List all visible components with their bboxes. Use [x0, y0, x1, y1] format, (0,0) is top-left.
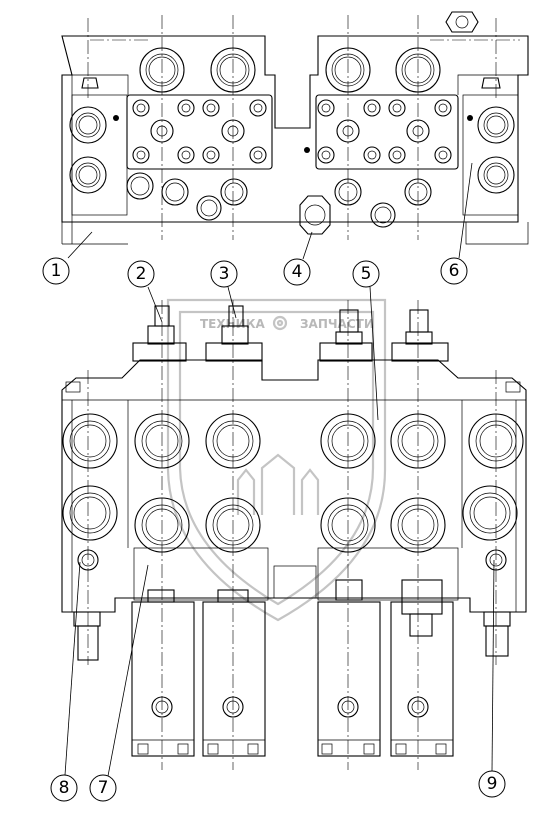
gear-icon [272, 315, 288, 331]
watermark-right-text: ЗАПЧАСТИ [300, 317, 374, 331]
callout-1-label: 1 [51, 261, 62, 281]
front-view [61, 300, 527, 770]
watermark: ТЕХНИКА ЗАПЧАСТИ [166, 298, 387, 622]
callout-2: 2 [127, 260, 155, 288]
callout-9: 9 [478, 770, 506, 798]
callout-4: 4 [283, 258, 311, 286]
callout-8: 8 [50, 774, 78, 802]
callout-9-label: 9 [487, 774, 498, 794]
callout-6: 6 [440, 257, 468, 285]
callout-5-label: 5 [361, 264, 372, 284]
top-view [61, 11, 529, 245]
leader-lines [64, 162, 495, 777]
callout-5: 5 [352, 260, 380, 288]
callout-6-label: 6 [449, 261, 460, 281]
callout-4-label: 4 [292, 262, 303, 282]
callout-2-label: 2 [136, 264, 147, 284]
callout-8-label: 8 [59, 778, 70, 798]
callout-3: 3 [210, 260, 238, 288]
callout-7: 7 [89, 774, 117, 802]
callout-7-label: 7 [98, 778, 109, 798]
callout-1: 1 [42, 257, 70, 285]
callout-3-label: 3 [219, 264, 230, 284]
